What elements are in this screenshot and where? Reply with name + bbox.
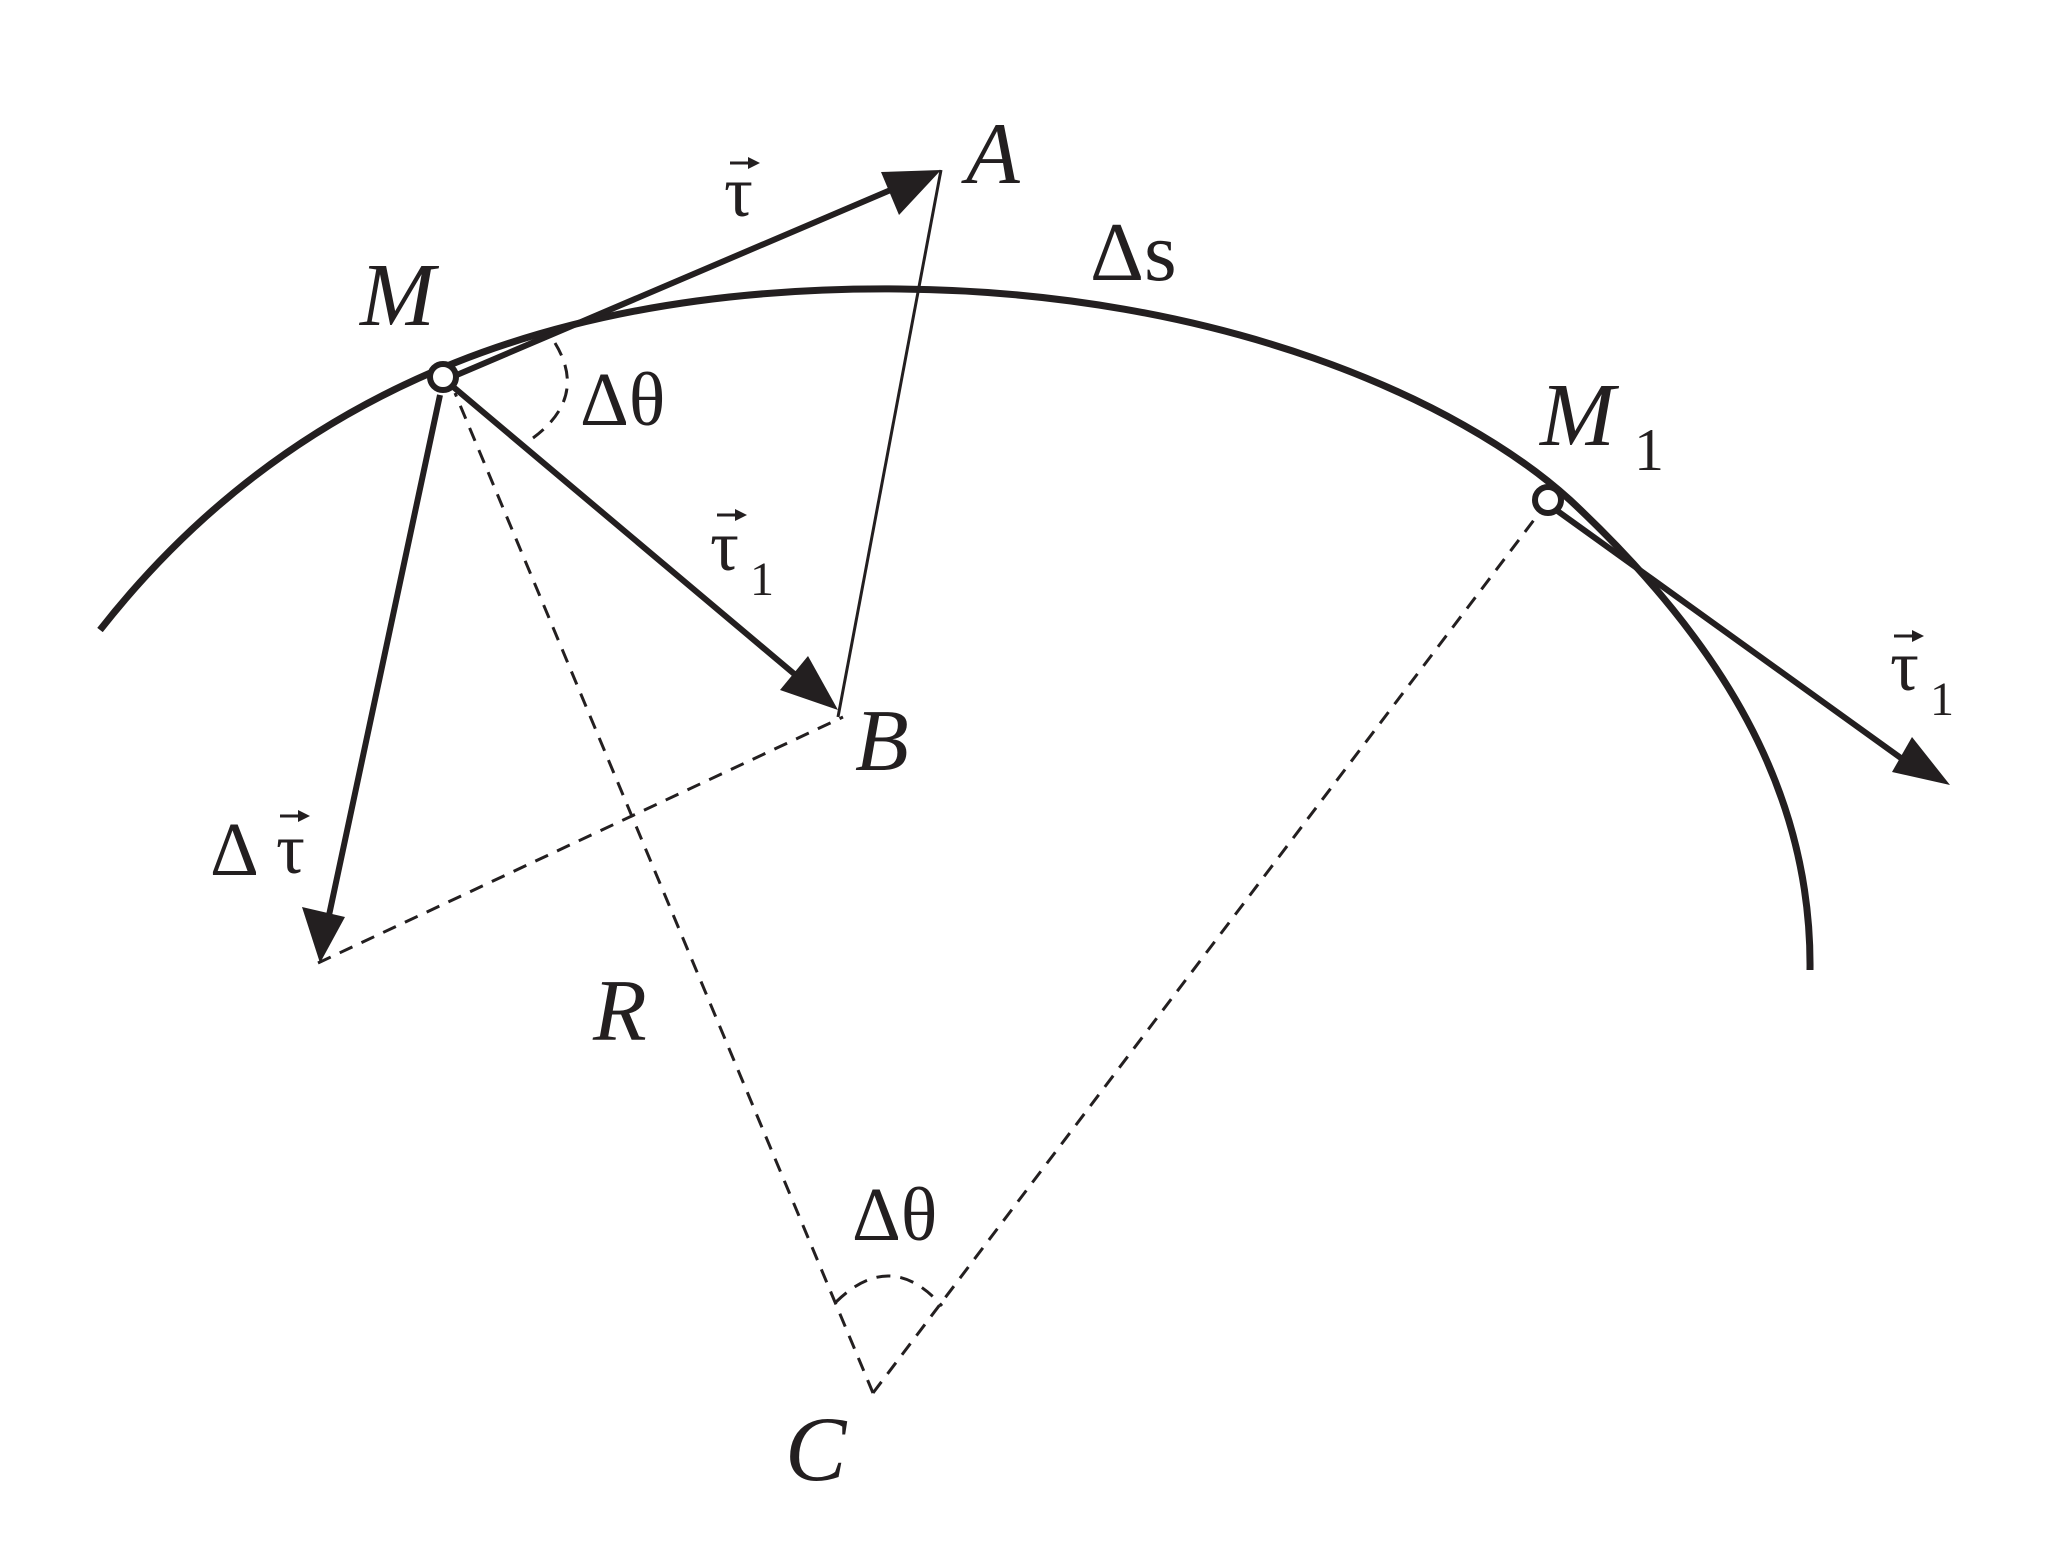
delta-tau-delta-label: Δ (210, 808, 259, 892)
delta-tau-tau-label: τ (276, 809, 305, 889)
line-a-to-b (836, 169, 943, 718)
point-m1-marker (1532, 484, 1564, 516)
delta-theta-top-label: Δθ (580, 358, 665, 442)
point-b-label: B (855, 693, 909, 790)
tau1-at-m1-vector-shaft (1543, 499, 1914, 769)
tau1-right-subscript: 1 (1930, 673, 1954, 726)
trajectory-curve (97, 285, 1814, 971)
tau-vector-shaft (443, 183, 902, 383)
tau-vector-arrowhead (881, 170, 941, 215)
delta-tau-to-b-dashed-line (317, 715, 844, 965)
radius-line-cm (453, 392, 875, 1394)
point-m-marker (427, 361, 459, 393)
vector-arrow-marks (280, 157, 1924, 822)
point-a-label: A (961, 106, 1021, 203)
tau1-mid-label: τ (710, 506, 739, 586)
delta-s-label: Δs (1090, 206, 1177, 299)
point-m1-subscript: 1 (1634, 417, 1664, 483)
tau1-mid-subscript: 1 (750, 553, 774, 606)
point-c-label: C (785, 1398, 848, 1500)
tau1-right-label: τ (1890, 626, 1919, 706)
radius-line-cm1 (871, 511, 1542, 1394)
delta-theta-arc-top (532, 342, 569, 440)
delta-tau-vector-arrowhead (302, 907, 345, 963)
point-m-label: M (358, 246, 440, 345)
tau1-at-m1-vector-arrowhead (1892, 737, 1950, 785)
delta-theta-arc-bottom (834, 1274, 944, 1307)
point-m1-label: M (1538, 366, 1620, 465)
delta-theta-bottom-label: Δθ (852, 1173, 937, 1257)
tau1-vector-shaft (443, 377, 807, 686)
radius-label: R (592, 963, 647, 1060)
delta-tau-vector-shaft (325, 394, 443, 921)
tau1-vector-arrowhead (780, 656, 838, 710)
tau-label: τ (724, 152, 753, 232)
